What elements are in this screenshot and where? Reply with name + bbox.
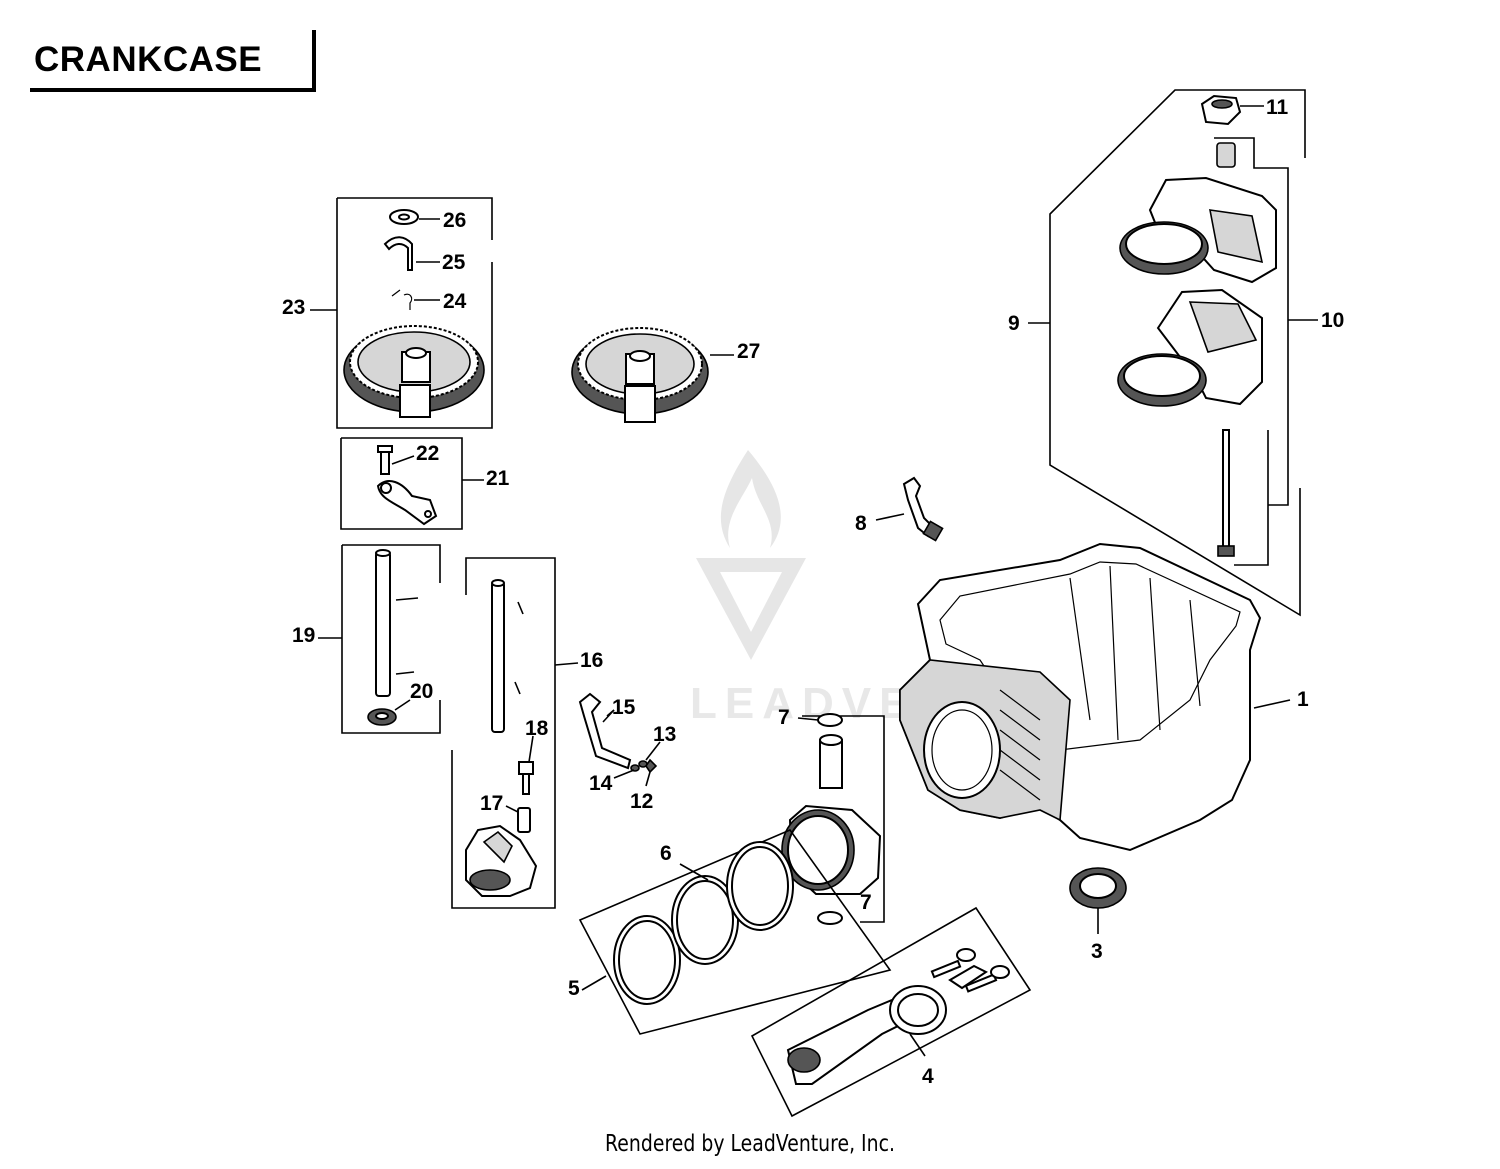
title-box: CRANKCASE — [30, 30, 316, 92]
callout-16: 16 — [580, 649, 603, 672]
crankcase-1 — [899, 542, 1291, 852]
callout-18: 18 — [525, 717, 549, 740]
callout-23: 23 — [282, 296, 305, 319]
callout-7-bottom: 7 — [860, 891, 872, 914]
callout-27: 27 — [737, 340, 760, 363]
callout-20: 20 — [410, 680, 433, 703]
callout-25: 25 — [442, 251, 466, 274]
callout-6: 6 — [660, 842, 672, 865]
group-23-governor-gear — [336, 197, 493, 429]
pin-24 — [391, 289, 413, 310]
callout-17: 17 — [480, 792, 503, 815]
callout-12: 12 — [630, 790, 653, 813]
footer-credit: Rendered by LeadVenture, Inc. — [605, 1131, 895, 1157]
callout-24: 24 — [443, 290, 467, 313]
page-title: CRANKCASE — [34, 40, 263, 79]
callout-11: 11 — [1266, 96, 1289, 119]
group-19-shaft — [341, 544, 441, 734]
callout-4: 4 — [922, 1065, 934, 1088]
callout-labels: 1 3 4 5 6 7 7 8 9 10 11 12 13 14 15 16 1… — [282, 96, 1344, 1088]
seal-3 — [1069, 867, 1127, 934]
callout-3: 3 — [1091, 940, 1103, 963]
callout-21: 21 — [486, 467, 510, 490]
callout-14: 14 — [589, 772, 613, 795]
callout-19: 19 — [292, 624, 315, 647]
group-4-connecting-rod — [750, 906, 1032, 1118]
callout-10: 10 — [1321, 309, 1344, 332]
group-9-10-baffles — [1049, 89, 1306, 617]
group-7-piston — [781, 713, 885, 925]
callout-13: 13 — [653, 723, 676, 746]
gear-27 — [571, 327, 734, 423]
bracket-25 — [383, 236, 413, 271]
group-5-6-piston-rings — [578, 829, 892, 1035]
callout-15: 15 — [612, 696, 636, 719]
callout-5: 5 — [568, 977, 580, 1000]
callout-26: 26 — [443, 209, 466, 232]
callout-9: 9 — [1008, 312, 1020, 335]
group-16-oil-pump — [451, 557, 556, 909]
gear-23 — [343, 325, 485, 418]
leader-lines — [310, 105, 1318, 813]
callout-1: 1 — [1297, 688, 1309, 711]
callout-22: 22 — [416, 442, 439, 465]
breather-tube-8 — [875, 476, 944, 542]
group-21-governor-lever — [340, 437, 463, 530]
callout-8: 8 — [855, 512, 867, 535]
callout-7-top: 7 — [778, 706, 790, 729]
